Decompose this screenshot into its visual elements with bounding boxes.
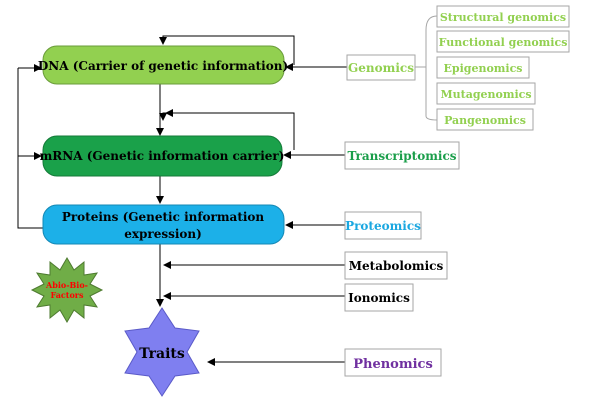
genomics-subtype-functional: Functional genomics (436, 30, 570, 53)
abio-label-line2: Factors (50, 290, 84, 300)
node-dna-label: DNA (Carrier of genetic information) (38, 59, 288, 73)
genomics-subtype-epigenomics: Epigenomics (436, 56, 530, 79)
traits-star (124, 307, 200, 397)
node-mrna: mRNA (Genetic information carrier) (40, 135, 285, 177)
genomics-subtype-pangenomics: Pangenomics (436, 108, 534, 131)
genomics-subtype-functional-label: Functional genomics (439, 36, 568, 49)
omics-genomics: Genomics (346, 54, 416, 81)
node-traits: Traits (124, 307, 200, 397)
feedback-loop-left (17, 68, 43, 229)
abio-bio-factors-burst: Abio-Bio- Factors (30, 257, 104, 323)
genomics-subtype-pangenomics-label: Pangenomics (444, 114, 526, 127)
abio-label-line1: Abio-Bio- (45, 280, 88, 290)
genomics-subtype-structural: Structural genomics (436, 5, 570, 28)
node-proteins: Proteins (Genetic information expression… (42, 204, 285, 245)
genomics-subtype-structural-label: Structural genomics (440, 11, 566, 24)
omics-phenomics-label: Phenomics (353, 357, 433, 372)
node-traits-label: Traits (139, 346, 185, 362)
genomics-subtype-mutagenomics: Mutagenomics (436, 82, 536, 105)
omics-phenomics: Phenomics (344, 348, 442, 377)
node-proteins-label-line1: Proteins (Genetic information (62, 210, 265, 224)
omics-ionomics: Ionomics (344, 283, 414, 312)
genomics-subtype-mutagenomics-label: Mutagenomics (440, 88, 531, 101)
abio-burst-shape (30, 257, 104, 323)
genomics-subtype-epigenomics-label: Epigenomics (444, 62, 523, 75)
omics-transcriptomics: Transcriptomics (344, 141, 460, 170)
loop-to-dna-top (159, 35, 295, 65)
genomics-subtypes-bracket (425, 15, 438, 121)
node-mrna-label: mRNA (Genetic information carrier) (40, 149, 285, 163)
omics-metabolomics: Metabolomics (344, 251, 448, 280)
omics-proteomics: Proteomics (344, 211, 422, 240)
omics-metabolomics-label: Metabolomics (349, 259, 444, 273)
omics-transcriptomics-label: Transcriptomics (347, 149, 456, 163)
omics-genomics-label: Genomics (348, 61, 414, 75)
omics-proteomics-label: Proteomics (345, 219, 421, 233)
node-dna: DNA (Carrier of genetic information) (38, 45, 288, 85)
connectors (17, 15, 438, 366)
omics-ionomics-label: Ionomics (348, 291, 410, 305)
node-proteins-label-line2: expression) (124, 227, 202, 241)
